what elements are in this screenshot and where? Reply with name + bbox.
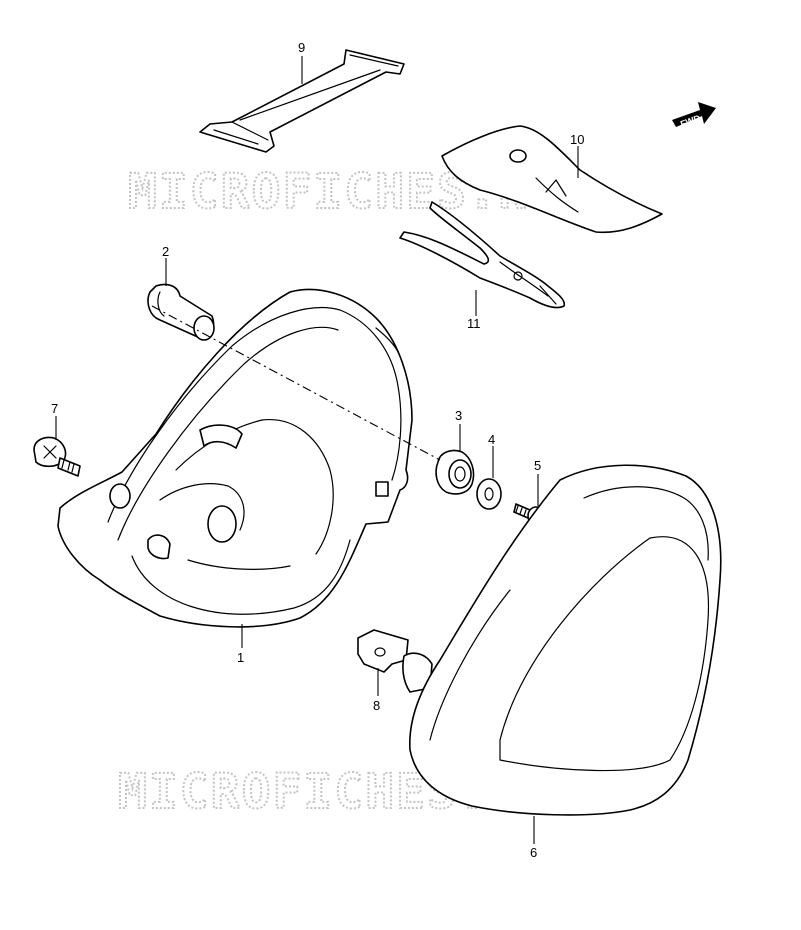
part-1-housing [57, 288, 413, 628]
part-7-screw [33, 436, 81, 477]
part-9-strap [199, 49, 405, 153]
callout-4: 4 [488, 432, 495, 447]
callout-10: 10 [570, 132, 584, 147]
fwd-arrow-icon: FWD [672, 102, 716, 129]
callout-11: 11 [467, 316, 481, 331]
part-6-lens-cover [409, 464, 722, 816]
assembly-axis-line [151, 305, 441, 461]
callout-5: 5 [534, 458, 541, 473]
callout-6: 6 [530, 845, 537, 860]
part-3-grommet [435, 449, 475, 495]
callout-8: 8 [373, 698, 380, 713]
fwd-label: FWD [679, 113, 702, 130]
callout-9: 9 [298, 40, 305, 55]
callout-1: 1 [237, 650, 244, 665]
callout-7: 7 [51, 401, 58, 416]
callout-3: 3 [455, 408, 462, 423]
part-8-clip [357, 629, 433, 693]
part-4-washer [476, 478, 502, 510]
part-11-pliers [399, 201, 566, 309]
part-10-tool-bag [441, 125, 663, 234]
part-2-collar [147, 283, 215, 341]
callout-2: 2 [162, 244, 169, 259]
leader-lines [55, 56, 579, 844]
